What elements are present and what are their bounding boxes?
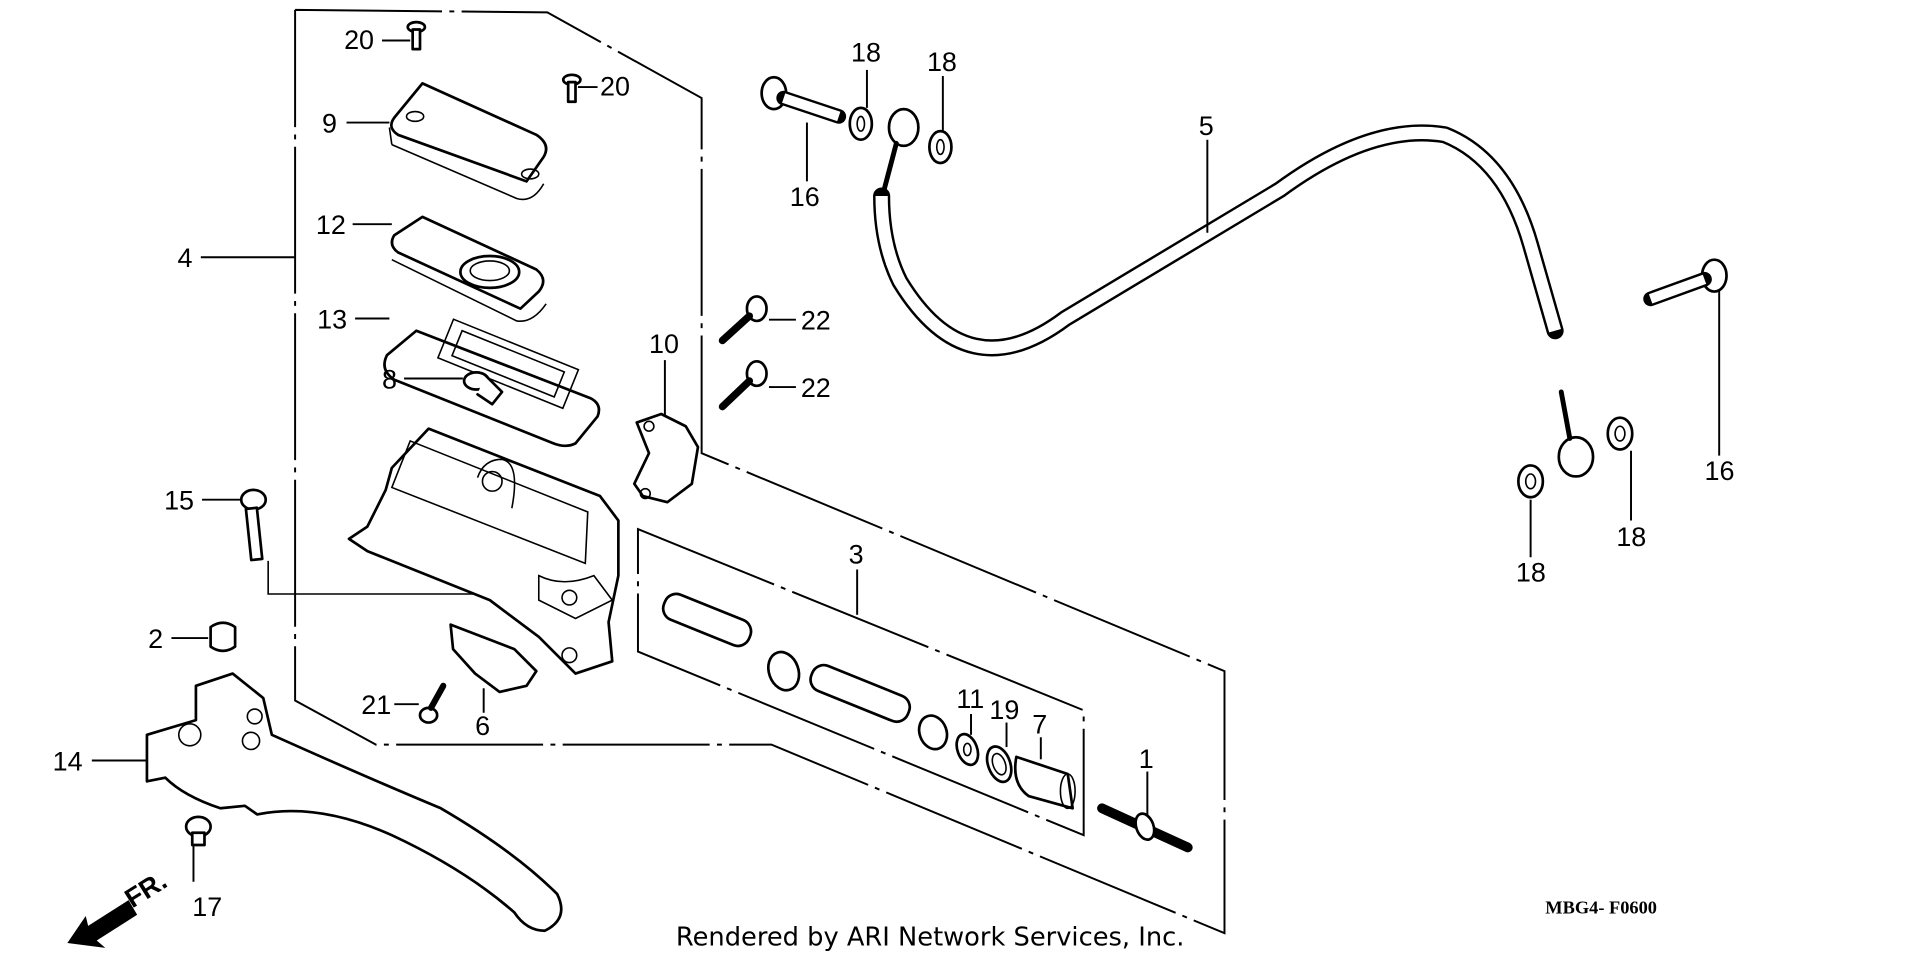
sealing-washer-icon[interactable] xyxy=(848,106,874,142)
circlip-icon[interactable] xyxy=(983,743,1016,785)
callout-16[interactable]: 16 xyxy=(1704,456,1734,486)
leader-lines xyxy=(91,39,1721,882)
callout-5[interactable]: 5 xyxy=(1199,111,1214,141)
plate-icon[interactable] xyxy=(462,371,504,406)
callout-14[interactable]: 14 xyxy=(53,746,83,776)
spring-icon[interactable] xyxy=(659,590,754,649)
diagram-code: MBG4- F0600 xyxy=(1545,898,1657,918)
callout-13[interactable]: 13 xyxy=(317,304,347,334)
screw-icon[interactable] xyxy=(418,682,447,724)
sealing-washer-icon[interactable] xyxy=(1606,416,1634,451)
callout-4[interactable]: 4 xyxy=(178,243,193,273)
callout-12[interactable]: 12 xyxy=(316,210,346,240)
callout-18[interactable]: 18 xyxy=(851,37,881,67)
pivot-bolt-icon[interactable] xyxy=(239,488,268,562)
callout-6[interactable]: 6 xyxy=(475,711,490,741)
clutch-switch-icon[interactable] xyxy=(449,623,538,694)
render-credit: Rendered by ARI Network Services, Inc. xyxy=(676,922,1185,952)
front-direction-arrow: FR. xyxy=(67,865,172,948)
callout-2[interactable]: 2 xyxy=(148,624,163,654)
callout-18[interactable]: 18 xyxy=(1616,522,1646,552)
sealing-washer-icon[interactable] xyxy=(1517,464,1545,499)
callout-15[interactable]: 15 xyxy=(164,486,194,516)
callout-22[interactable]: 22 xyxy=(801,373,831,403)
clutch-lever-icon[interactable] xyxy=(145,672,563,933)
callout-21[interactable]: 21 xyxy=(361,690,391,720)
hose-icon[interactable] xyxy=(873,124,1564,357)
reservoir-cap-icon[interactable] xyxy=(388,82,548,201)
holder-icon[interactable] xyxy=(632,412,700,504)
callout-18[interactable]: 18 xyxy=(1516,558,1546,588)
callout-8[interactable]: 8 xyxy=(382,364,397,394)
callout-16[interactable]: 16 xyxy=(790,182,820,212)
callout-17[interactable]: 17 xyxy=(192,892,222,922)
piston-icon[interactable] xyxy=(807,661,914,725)
banjo-fitting-icon[interactable] xyxy=(1557,389,1595,478)
callout-labels: 20 20 9 12 4 13 8 10 15 2 14 21 6 17 22 … xyxy=(53,25,1735,922)
banjo-fitting-icon[interactable] xyxy=(881,107,920,193)
cup-icon[interactable] xyxy=(915,712,952,753)
callout-22[interactable]: 22 xyxy=(801,306,831,336)
oil-bolt-icon[interactable] xyxy=(760,75,847,124)
pivot-cap-icon[interactable] xyxy=(209,621,237,653)
sealing-washer-icon[interactable] xyxy=(928,129,953,165)
cup-icon[interactable] xyxy=(763,648,804,695)
callout-18[interactable]: 18 xyxy=(927,47,957,77)
callout-9[interactable]: 9 xyxy=(322,108,337,138)
callout-19[interactable]: 19 xyxy=(989,695,1019,725)
callout-10[interactable]: 10 xyxy=(649,329,679,359)
pivot-nut-icon[interactable] xyxy=(184,815,212,847)
push-rod-icon[interactable] xyxy=(1097,803,1193,853)
callout-1[interactable]: 1 xyxy=(1139,744,1154,774)
callout-20[interactable]: 20 xyxy=(600,72,630,102)
callout-7[interactable]: 7 xyxy=(1032,710,1047,740)
holder-bolt-icon[interactable] xyxy=(718,359,768,411)
master-cylinder-body-icon[interactable] xyxy=(347,427,620,675)
assembly-boundary xyxy=(267,8,1226,935)
callout-20[interactable]: 20 xyxy=(344,25,374,55)
screw-icon[interactable] xyxy=(561,73,582,104)
holder-bolt-icon[interactable] xyxy=(718,295,768,345)
boot-icon[interactable] xyxy=(1013,755,1076,810)
oil-bolt-icon[interactable] xyxy=(1643,258,1728,307)
washer-icon[interactable] xyxy=(953,731,982,768)
screw-icon[interactable] xyxy=(406,20,427,51)
callout-11[interactable]: 11 xyxy=(956,684,984,714)
callout-3[interactable]: 3 xyxy=(849,539,864,569)
diaphragm-plate-icon[interactable] xyxy=(390,215,547,322)
arrow-icon xyxy=(67,900,138,948)
